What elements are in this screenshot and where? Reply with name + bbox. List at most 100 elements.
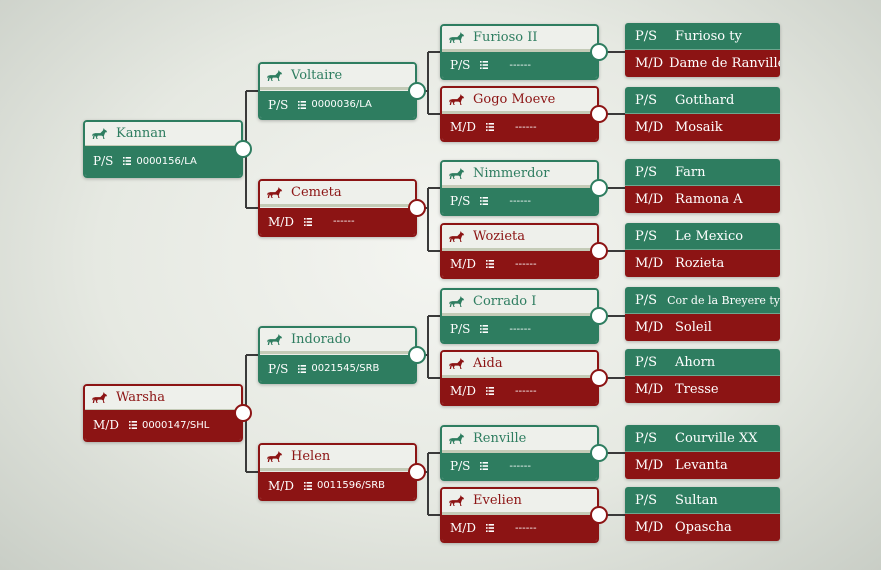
list-icon[interactable] bbox=[480, 325, 489, 333]
expand-knob[interactable] bbox=[590, 242, 608, 260]
expand-knob[interactable] bbox=[590, 506, 608, 524]
horse-name[interactable]: Corrado I bbox=[473, 294, 537, 309]
list-icon[interactable] bbox=[485, 524, 494, 532]
dam-name[interactable]: Ramona A bbox=[675, 192, 743, 207]
list-icon[interactable] bbox=[303, 481, 312, 490]
dam-name[interactable]: Rozieta bbox=[675, 256, 725, 271]
dam-name[interactable]: Dame de Ranville bbox=[669, 56, 780, 71]
horse-name[interactable]: Voltaire bbox=[291, 68, 343, 83]
expand-knob[interactable] bbox=[590, 307, 608, 325]
list-icon[interactable] bbox=[298, 364, 307, 373]
list-icon[interactable] bbox=[480, 61, 489, 69]
dam-name[interactable]: Soleil bbox=[675, 320, 712, 335]
expand-knob[interactable] bbox=[234, 404, 252, 422]
list-icon[interactable] bbox=[128, 421, 137, 429]
list-icon[interactable] bbox=[480, 462, 489, 470]
sire-name[interactable]: Le Mexico bbox=[675, 228, 744, 244]
sire-name[interactable]: Courville XX bbox=[675, 430, 758, 446]
horse-name[interactable]: Aida bbox=[473, 356, 503, 371]
list-icon[interactable] bbox=[485, 387, 494, 395]
horse-name[interactable]: Gogo Moeve bbox=[473, 92, 556, 107]
expand-knob[interactable] bbox=[408, 82, 426, 100]
list-icon[interactable] bbox=[480, 197, 489, 205]
horse-name[interactable]: Evelien bbox=[473, 493, 522, 508]
registration-number: 0000156/LA bbox=[136, 155, 197, 167]
horse-name[interactable]: Wozieta bbox=[473, 229, 525, 244]
horse-name[interactable]: Helen bbox=[291, 449, 331, 464]
dam-name[interactable]: Levanta bbox=[675, 458, 728, 473]
horse-name[interactable]: Nimmerdor bbox=[473, 166, 550, 181]
horse-icon bbox=[448, 230, 465, 243]
sire-name[interactable]: Furioso ty bbox=[675, 28, 742, 44]
horse-name[interactable]: Cemeta bbox=[291, 185, 342, 200]
expand-knob[interactable] bbox=[590, 444, 608, 462]
sire-name[interactable]: Ahorn bbox=[675, 354, 716, 370]
expand-knob[interactable] bbox=[408, 199, 426, 217]
expand-knob[interactable] bbox=[408, 346, 426, 364]
list-icon[interactable] bbox=[123, 157, 132, 165]
sire-name[interactable]: Farn bbox=[675, 164, 706, 180]
horse-name[interactable]: Furioso II bbox=[473, 30, 538, 45]
horse-name[interactable]: Kannan bbox=[116, 126, 167, 141]
list-icon[interactable] bbox=[485, 123, 494, 131]
horse-name[interactable]: Warsha bbox=[116, 390, 165, 405]
expand-knob[interactable] bbox=[590, 179, 608, 197]
expand-knob[interactable] bbox=[590, 369, 608, 387]
sire-name[interactable]: Gotthard bbox=[675, 92, 735, 108]
list-icon[interactable] bbox=[485, 260, 494, 268]
sire-name[interactable]: Cor de la Breyere ty bbox=[667, 293, 780, 307]
expand-knob[interactable] bbox=[590, 43, 608, 61]
list-icon[interactable] bbox=[303, 217, 312, 226]
registration-number-empty: ------ bbox=[509, 460, 531, 472]
dam-name[interactable]: Opascha bbox=[675, 520, 732, 535]
list-icon[interactable] bbox=[298, 100, 307, 109]
horse-name[interactable]: Indorado bbox=[291, 332, 351, 347]
horse-name[interactable]: Renville bbox=[473, 431, 527, 446]
expand-knob[interactable] bbox=[590, 105, 608, 123]
dam-name[interactable]: Tresse bbox=[675, 382, 719, 397]
expand-knob[interactable] bbox=[234, 140, 252, 158]
expand-knob[interactable] bbox=[408, 463, 426, 481]
dam-name[interactable]: Mosaik bbox=[675, 120, 723, 135]
sire-name[interactable]: Sultan bbox=[675, 492, 718, 508]
